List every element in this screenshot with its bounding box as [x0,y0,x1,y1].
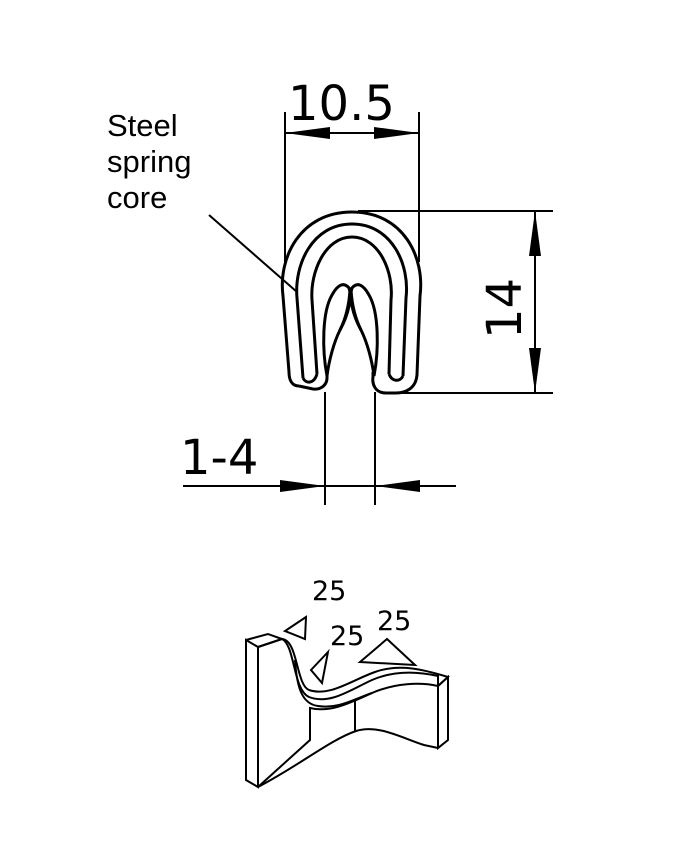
callout-line-2: spring [107,144,191,179]
angle-label-upper: 25 [312,576,346,607]
width-dimension: 10.5 [284,76,420,262]
width-arrow-left [285,127,330,139]
steel-core-left-end [301,373,319,384]
angle-triangle-upper [282,615,308,641]
grip-range-dimension: 1-4 [180,392,456,505]
callout-line-3: core [107,180,167,215]
iso-flange-right-end [437,674,449,751]
grip-range-value: 1-4 [180,430,258,486]
grip-lip-fold [338,289,363,331]
callout-line-1: Steel [107,108,178,143]
grip-arrow-right [375,480,420,492]
iso-bottom-edge [257,728,439,788]
profile-outer-contour [280,210,423,395]
grip-arrow-left [280,480,325,492]
angle-triangle-middle [309,648,330,686]
edge-trim-profile [280,210,423,395]
iso-left-plate-front [245,638,259,789]
angle-label-middle: 25 [330,621,364,652]
grip-lip-right [349,283,379,377]
angle-triangle-right [357,637,418,667]
iso-flange-inner-curve [294,659,373,708]
width-arrow-right [374,127,419,139]
profile-outer-contour-left-foot [298,372,329,391]
iso-flange-top [281,638,450,693]
steel-core-outer [295,222,409,379]
height-arrow-top [529,211,541,256]
grip-lip-left [322,283,352,377]
isometric-view: 25 25 25 [245,576,450,789]
steel-core-inner [310,235,393,375]
height-arrow-bottom [529,348,541,393]
angle-label-right: 25 [377,606,411,637]
width-dimension-value: 10.5 [288,76,395,132]
height-dimension-value: 14 [477,278,533,339]
spring-core-callout: Steel spring core [107,108,298,293]
height-dimension: 14 [358,210,553,394]
steel-core-right-end [387,373,405,382]
